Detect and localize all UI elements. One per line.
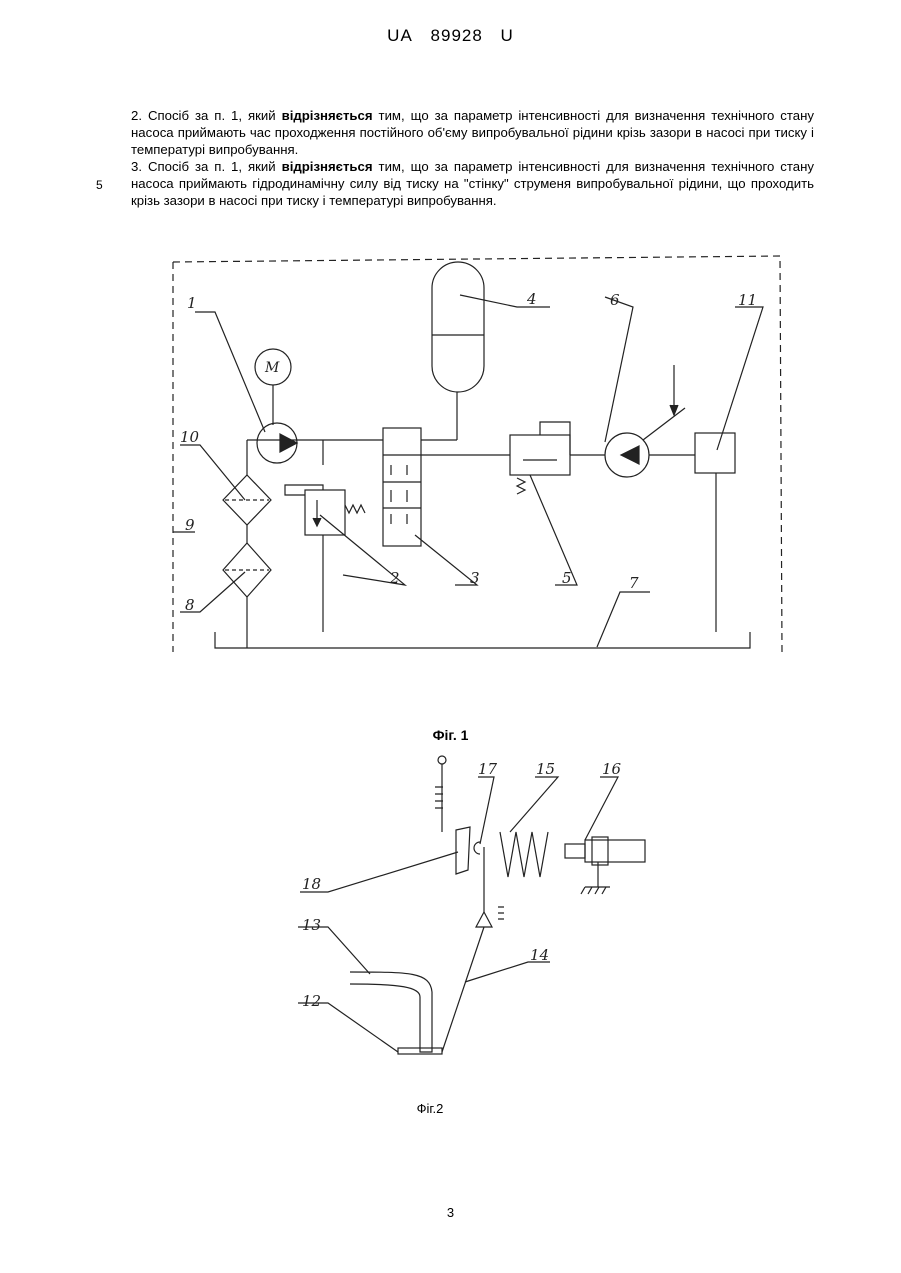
fig1-label-3: 3 — [470, 569, 480, 587]
fig2-label-17: 17 — [478, 760, 498, 778]
document-header: UA 89928 U — [0, 26, 901, 46]
fig1-label-6: 6 — [610, 291, 620, 309]
claims-text: 2. Спосіб за п. 1, який відрізняється ти… — [131, 107, 814, 209]
fig2-label-18: 18 — [302, 875, 321, 893]
fig2-label-16: 16 — [602, 760, 622, 778]
fig1-label-8: 8 — [185, 596, 195, 614]
claim-2: 2. Спосіб за п. 1, який відрізняється ти… — [131, 107, 814, 158]
fig2-label-15: 15 — [536, 760, 555, 778]
header-country: UA — [387, 26, 413, 45]
claim-3-lead: 3. Спосіб за п. 1, який — [131, 159, 282, 174]
figure-1-schematic: 1 2 3 4 5 6 7 8 9 10 11 M — [165, 250, 790, 660]
fig1-label-4: 4 — [526, 290, 537, 308]
fig2-label-14: 14 — [530, 946, 549, 964]
figure-2-caption: Фіг.2 — [400, 1101, 460, 1116]
figure-2-mechanism: 12 13 14 15 16 17 18 — [280, 752, 680, 1072]
fig1-label-9: 9 — [185, 516, 195, 534]
fig1-label-10: 10 — [180, 428, 200, 446]
claim-2-lead: 2. Спосіб за п. 1, який — [131, 108, 282, 123]
fig1-label-7: 7 — [629, 574, 639, 592]
fig1-label-11: 11 — [738, 291, 757, 309]
claim-2-bold: відрізняється — [282, 108, 373, 123]
fig1-label-2: 2 — [389, 569, 400, 587]
fig1-label-1: 1 — [187, 294, 197, 312]
fig1-label-5: 5 — [562, 569, 572, 587]
claim-3-bold: відрізняється — [282, 159, 373, 174]
claim-3: 3. Спосіб за п. 1, який відрізняється ти… — [131, 158, 814, 209]
page-number: 3 — [0, 1205, 901, 1220]
header-number: 89928 — [431, 26, 483, 45]
header-kind: U — [501, 26, 514, 45]
figure-1-caption: Фіг. 1 — [0, 727, 901, 743]
fig1-motor-label: M — [264, 360, 280, 376]
line-number: 5 — [96, 178, 103, 192]
fig2-label-13: 13 — [302, 916, 321, 934]
fig2-label-12: 12 — [302, 992, 321, 1010]
